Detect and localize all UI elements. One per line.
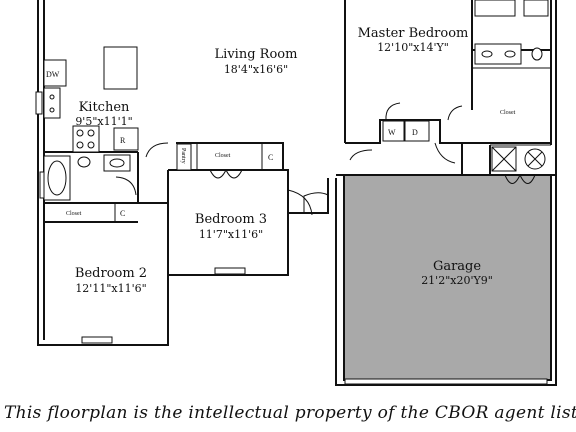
dryer xyxy=(404,120,430,142)
master-toilet xyxy=(531,47,543,61)
living-room-dims: 18'4"x16'6" xyxy=(224,63,288,76)
utility-units xyxy=(491,146,546,184)
kitchen-name: Kitchen xyxy=(79,100,130,115)
garage-area xyxy=(343,174,552,381)
master-closet-label: Closet xyxy=(500,110,516,116)
kitchen-fixtures: DW R xyxy=(43,46,139,153)
bathroom-fixtures xyxy=(43,154,131,201)
kitchen-island xyxy=(103,46,138,90)
bedroom3-closet-label: Closet xyxy=(215,153,231,159)
garage-door xyxy=(344,378,548,385)
bedroom-3-dims: 11'7"x11'6" xyxy=(199,228,263,241)
refrigerator-label: R xyxy=(120,136,126,145)
bedroom2-c-label: C xyxy=(120,209,125,218)
room-labels: Living Room 18'4"x16'6" Master Bedroom 1… xyxy=(75,26,493,295)
master-bedroom-dims: 12'10"x14'Y" xyxy=(377,41,449,54)
pantry xyxy=(176,143,192,171)
dryer-label: D xyxy=(412,128,418,137)
bedroom-3-name: Bedroom 3 xyxy=(195,212,267,227)
washer-label: W xyxy=(388,128,396,137)
washer xyxy=(382,120,405,142)
windows xyxy=(35,91,246,344)
garage-name: Garage xyxy=(433,259,481,274)
copyright-caption: This floorplan is the intellectual prope… xyxy=(4,403,576,423)
dishwasher-label: DW xyxy=(46,70,60,79)
toilet xyxy=(77,156,91,168)
exterior-walls xyxy=(37,0,557,386)
cooktop xyxy=(72,125,100,153)
living-room-name: Living Room xyxy=(215,47,298,62)
doors xyxy=(115,102,463,216)
master-vanity xyxy=(474,43,522,65)
bedroom3-closets: Pantry Closet C xyxy=(176,143,273,179)
refrigerator xyxy=(113,127,139,151)
master-bedroom-name: Master Bedroom xyxy=(358,26,469,41)
garage-dims: 21'2"x20'Y9" xyxy=(421,274,493,287)
interior-walls xyxy=(44,0,556,275)
bedroom2-closet: Closet C xyxy=(44,203,138,223)
pantry-label: Pantry xyxy=(180,148,186,164)
bedroom3-c-label: C xyxy=(268,153,273,162)
laundry: W D xyxy=(382,120,430,142)
kitchen-sink xyxy=(43,87,61,119)
bedroom2-closet-label: Closet xyxy=(66,211,82,217)
bedroom-2-dims: 12'11"x11'6" xyxy=(75,282,146,295)
dishwasher xyxy=(43,59,67,87)
bath-sink xyxy=(103,154,131,172)
kitchen-dims: 9'5"x11'1" xyxy=(75,115,132,128)
master-bath-fixtures: Closet xyxy=(474,0,549,116)
bedroom-2-name: Bedroom 2 xyxy=(75,266,147,281)
